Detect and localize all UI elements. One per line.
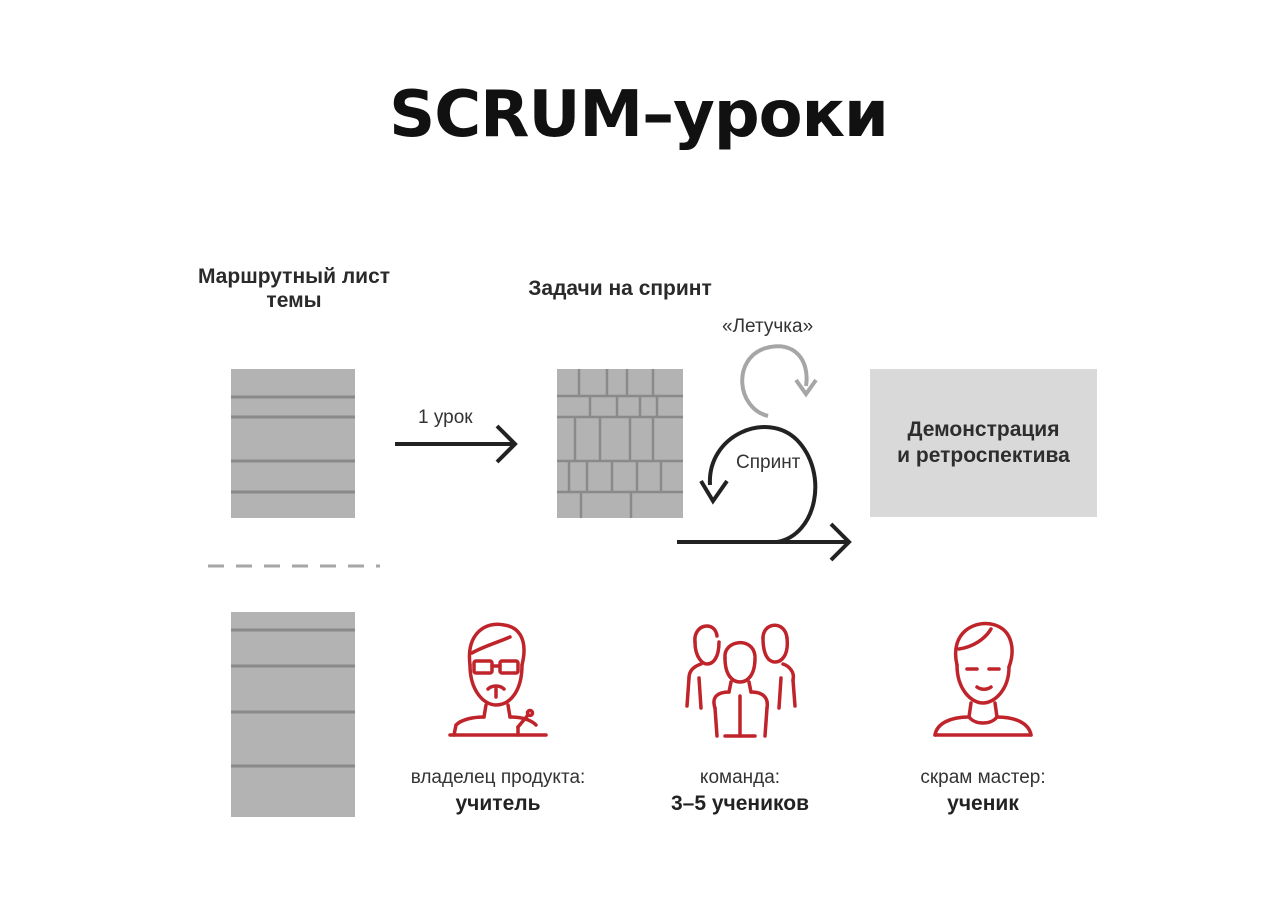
route-sheet-bottom-block bbox=[231, 612, 355, 817]
role-product-owner-who: учитель bbox=[455, 792, 541, 815]
role-scrum-master-who: ученик bbox=[947, 792, 1019, 815]
route-sheet-heading-line2: темы bbox=[266, 289, 322, 312]
role-team: команда: 3–5 учеников bbox=[620, 766, 860, 818]
role-team-title: команда: bbox=[699, 767, 781, 788]
sprint-tasks-wall bbox=[557, 369, 683, 518]
route-sheet-heading: Маршрутный лист темы bbox=[180, 265, 408, 313]
route-sheet-heading-line1: Маршрутный лист bbox=[197, 265, 391, 288]
role-scrum-master: скрам мастер: ученик bbox=[863, 766, 1103, 818]
lesson-arrow bbox=[395, 424, 518, 464]
standup-label: «Летучка» bbox=[722, 316, 814, 337]
demo-line2: и ретроспектива bbox=[897, 444, 1070, 467]
sprint-loop-icon bbox=[677, 425, 852, 562]
sprint-tasks-heading: Задачи на спринт bbox=[528, 277, 712, 300]
route-sheet-top-block bbox=[231, 369, 355, 518]
sprint-label: Спринт bbox=[736, 452, 801, 473]
student-icon bbox=[933, 621, 1033, 737]
team-icon bbox=[685, 623, 797, 738]
role-team-who: 3–5 учеников bbox=[671, 792, 809, 815]
role-product-owner: владелец продукта: учитель bbox=[378, 766, 618, 818]
role-scrum-master-title: скрам мастер: bbox=[920, 767, 1046, 788]
role-product-owner-title: владелец продукта: bbox=[410, 767, 586, 788]
demo-retro-box: Демонстрация и ретроспектива bbox=[870, 369, 1097, 517]
demo-line1: Демонстрация bbox=[907, 418, 1060, 441]
dashed-separator bbox=[208, 564, 380, 568]
page-title: SCRUM–уроки bbox=[389, 78, 889, 152]
standup-loop-icon bbox=[740, 344, 818, 418]
teacher-icon bbox=[448, 622, 548, 737]
lesson-arrow-label: 1 урок bbox=[418, 407, 473, 428]
